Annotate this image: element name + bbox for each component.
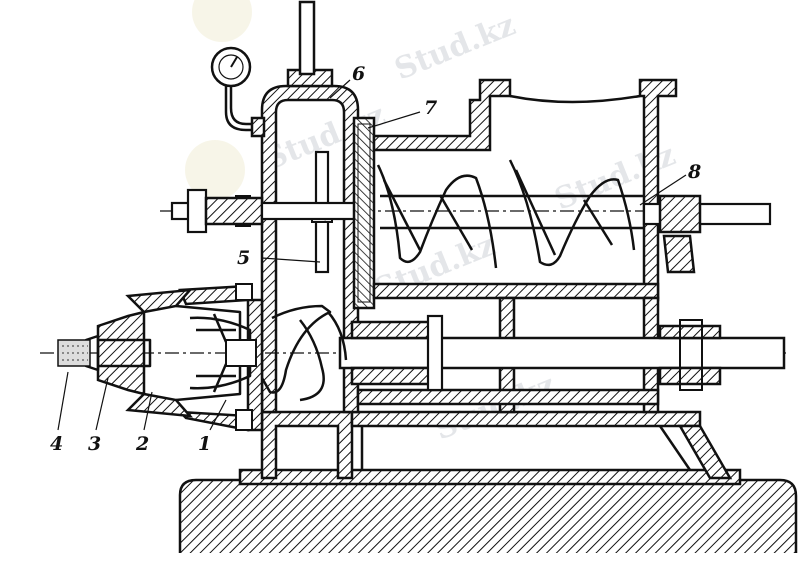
lower-shaft	[40, 314, 790, 392]
support-frame	[260, 410, 733, 480]
upper-shaft	[160, 188, 770, 234]
label-7: 7	[424, 97, 437, 119]
watermark-logo	[185, 140, 245, 200]
label-1: 1	[198, 433, 211, 455]
watermark-text: Stud.kz	[430, 368, 560, 448]
perforated-plate	[352, 116, 376, 310]
leader-lines	[57, 79, 687, 431]
watermark-text: Stud.kz	[390, 8, 520, 88]
callout-labels: 1 2 3 4 5 6 7 8	[50, 63, 701, 455]
upper-auger-housing	[372, 78, 772, 302]
label-3: 3	[88, 433, 101, 455]
press-head	[57, 283, 264, 432]
label-4: 4	[50, 433, 63, 455]
machine-base	[178, 468, 798, 553]
label-5: 5	[237, 247, 250, 269]
label-2: 2	[135, 433, 149, 455]
label-8: 8	[687, 161, 701, 183]
lower-auger	[260, 304, 348, 402]
pressure-gauge	[210, 46, 266, 138]
label-6: 6	[352, 63, 365, 85]
watermark-logo	[192, 0, 252, 42]
